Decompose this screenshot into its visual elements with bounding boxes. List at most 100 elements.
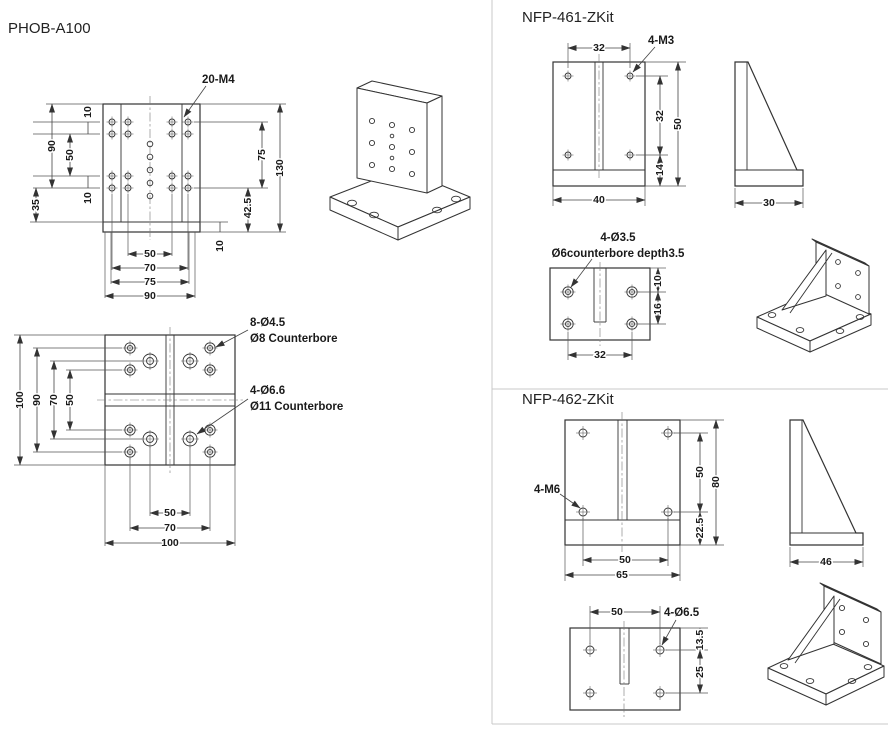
nfp461-side-outline: [734, 61, 804, 187]
hole: [560, 316, 576, 332]
dim-32: 32: [594, 349, 606, 361]
hole: [122, 444, 138, 460]
dim-w50: 50: [144, 248, 156, 260]
hole: [582, 685, 598, 701]
hole: [106, 170, 118, 182]
leader-4-m6: [559, 493, 581, 509]
leader-8-holes: [215, 329, 249, 348]
dim-w70: 70: [144, 262, 156, 274]
dim-w50: 50: [619, 554, 631, 566]
hole: [122, 128, 134, 140]
hole: [122, 362, 138, 378]
phob-front-outline: [102, 103, 201, 233]
hole: [624, 149, 636, 161]
dim-w50: 50: [164, 507, 176, 519]
leader-4-d3-5: [570, 258, 593, 288]
hole: [106, 182, 118, 194]
hole: [166, 170, 178, 182]
hole: [202, 362, 218, 378]
leader-4-holes: [196, 398, 249, 435]
dim-70: 70: [48, 394, 60, 406]
dim-14: 14: [654, 164, 666, 176]
hole: [140, 351, 160, 371]
callout-20-m4: 20-M4: [202, 74, 235, 86]
callout-8-holes-line1: 8-Ø4.5: [250, 317, 286, 329]
dim-25: 25: [694, 666, 706, 678]
nfp462-side-view: 46: [789, 419, 864, 570]
callout-8-holes-line2: Ø8 Counterbore: [250, 333, 338, 345]
hole: [166, 128, 178, 140]
hole: [560, 284, 576, 300]
callout-4-m6: 4-M6: [534, 484, 560, 496]
hole: [106, 128, 118, 140]
hole: [182, 128, 194, 140]
hole: [624, 316, 640, 332]
hole: [202, 444, 218, 460]
dim-13-5: 13.5: [694, 630, 706, 651]
dim-30: 30: [763, 197, 775, 209]
callout-4-d3-5-line2: Ø6counterbore depth3.5: [552, 248, 686, 260]
iso-gusset: [787, 595, 835, 661]
dim-10-base: 10: [214, 240, 226, 252]
dim-10: 10: [652, 275, 664, 287]
phob-top-view: 100 90 70 50 50 70 100 8-Ø4.5 Ø8 Counter…: [13, 316, 345, 551]
dim-32-top: 32: [593, 42, 605, 54]
hole: [660, 504, 676, 520]
nfp-462-title: NFP-462-ZKit: [522, 391, 615, 408]
nfp462-front-view: 4-M6 50 22.5 80 50 65: [533, 412, 724, 583]
hole: [562, 149, 574, 161]
hole: [652, 642, 668, 658]
hole: [182, 182, 194, 194]
dim-10-top: 10: [82, 106, 94, 118]
hole: [624, 284, 640, 300]
nfp462-side-outline: [789, 419, 864, 546]
hole: [166, 116, 178, 128]
callout-4-d6-5: 4-Ø6.5: [664, 607, 700, 619]
nfp461-side-view: 30: [734, 61, 804, 211]
hole: [202, 340, 218, 356]
leader-20-m4: [183, 85, 207, 118]
dim-w65: 65: [616, 569, 628, 581]
nfp461-isometric-view: [756, 238, 872, 353]
dim-46: 46: [820, 556, 832, 568]
nfp-461-title: NFP-461-ZKit: [522, 9, 615, 26]
callout-4-holes-line1: 4-Ø6.6: [250, 385, 285, 397]
dim-w90: 90: [144, 290, 156, 302]
callout-4-holes-line2: Ø11 Counterbore: [250, 401, 343, 413]
nfp462-bottom-outline: [569, 627, 681, 711]
dim-32: 32: [654, 110, 666, 122]
nfp461-front-view: 32 4-M3 32 14 50 40: [552, 34, 686, 208]
dim-22-5: 22.5: [694, 518, 706, 539]
dim-100: 100: [14, 391, 26, 409]
dim-50: 50: [672, 118, 684, 130]
leader-4-d6-5: [661, 619, 677, 646]
nfp462-front-outline: [564, 419, 681, 546]
iso-gusset: [781, 249, 827, 311]
hole: [122, 340, 138, 356]
phob-front-view: 10 50 10 90 35 75 130 42.5 10 50 70 75: [29, 73, 288, 304]
nfp461-cbore-view: 4-Ø3.5 Ø6counterbore depth3.5 10 16 32: [549, 231, 687, 363]
hole: [624, 70, 636, 82]
dim-50: 50: [694, 466, 706, 478]
hole: [122, 182, 134, 194]
hole: [575, 425, 591, 441]
hole: [660, 425, 676, 441]
dim-50: 50: [611, 606, 623, 618]
leader-4-m3: [632, 46, 656, 73]
nfp462-bottom-view: 50 4-Ø6.5 13.5 25: [569, 605, 708, 717]
dim-130: 130: [274, 159, 286, 177]
hole: [106, 116, 118, 128]
hole: [562, 70, 574, 82]
hole: [122, 422, 138, 438]
hole: [582, 642, 598, 658]
hole: [122, 170, 134, 182]
hole: [182, 116, 194, 128]
dim-50: 50: [64, 394, 76, 406]
dim-w100: 100: [161, 537, 179, 549]
dim-40: 40: [593, 194, 605, 206]
hole: [180, 351, 200, 371]
phob-a100-title: PHOB-A100: [8, 20, 91, 37]
dim-w70: 70: [164, 522, 176, 534]
dim-90: 90: [46, 140, 58, 152]
